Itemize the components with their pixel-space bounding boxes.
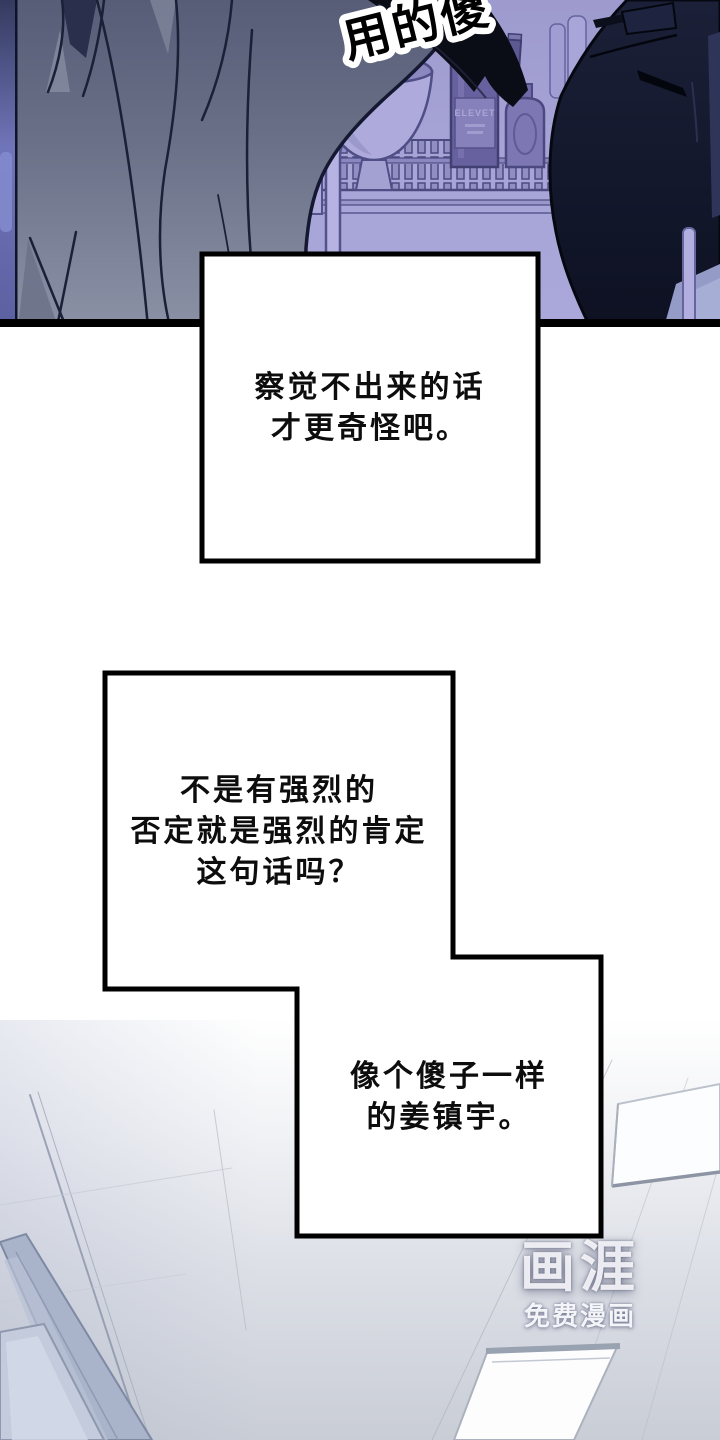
- black-arm: [368, 0, 528, 107]
- narration-line: 像个傻子一样: [350, 1059, 548, 1093]
- watermark: 画涯 免费漫画: [520, 1236, 641, 1331]
- pocket-slash: [637, 70, 687, 97]
- narration-text-2: 不是有强烈的 否定就是强烈的肯定 这句话吗？: [105, 673, 453, 989]
- wine-bottle-label-text: ELEVET: [454, 108, 495, 118]
- watermark-subtitle: 免费漫画: [524, 1301, 637, 1331]
- background-bottle: [549, 23, 566, 99]
- narration-text-3: 像个傻子一样 的姜镇宇。: [297, 957, 601, 1236]
- wine-bottle-label: [454, 97, 496, 149]
- ceiling-beam: [0, 1232, 154, 1440]
- bar-scene-panel: ELEVET: [0, 0, 720, 327]
- ceiling-light-panel-bottom: [452, 1343, 621, 1440]
- belt-loop: [620, 1, 678, 36]
- ceiling-light-panel-right: [610, 1082, 720, 1188]
- suit-figure: [14, 0, 470, 327]
- narration-text-1: 察觉不出来的话 才更奇怪吧。: [202, 254, 538, 561]
- narration-line: 这句话吗？: [196, 855, 362, 889]
- narration-line: 察觉不出来的话: [254, 370, 486, 404]
- narration-line: 否定就是强烈的肯定: [130, 814, 428, 848]
- narration-line: 才更奇怪吧。: [271, 411, 469, 445]
- narration-line: 不是有强烈的: [180, 773, 378, 807]
- suit-shadow-fold: [62, 0, 97, 58]
- dark-figure: [548, 0, 720, 327]
- watermark-logo: 画涯: [520, 1236, 641, 1298]
- left-edge-sliver: [0, 0, 15, 327]
- narration-line: 的姜镇宇。: [366, 1100, 532, 1134]
- background-pole: [682, 227, 696, 327]
